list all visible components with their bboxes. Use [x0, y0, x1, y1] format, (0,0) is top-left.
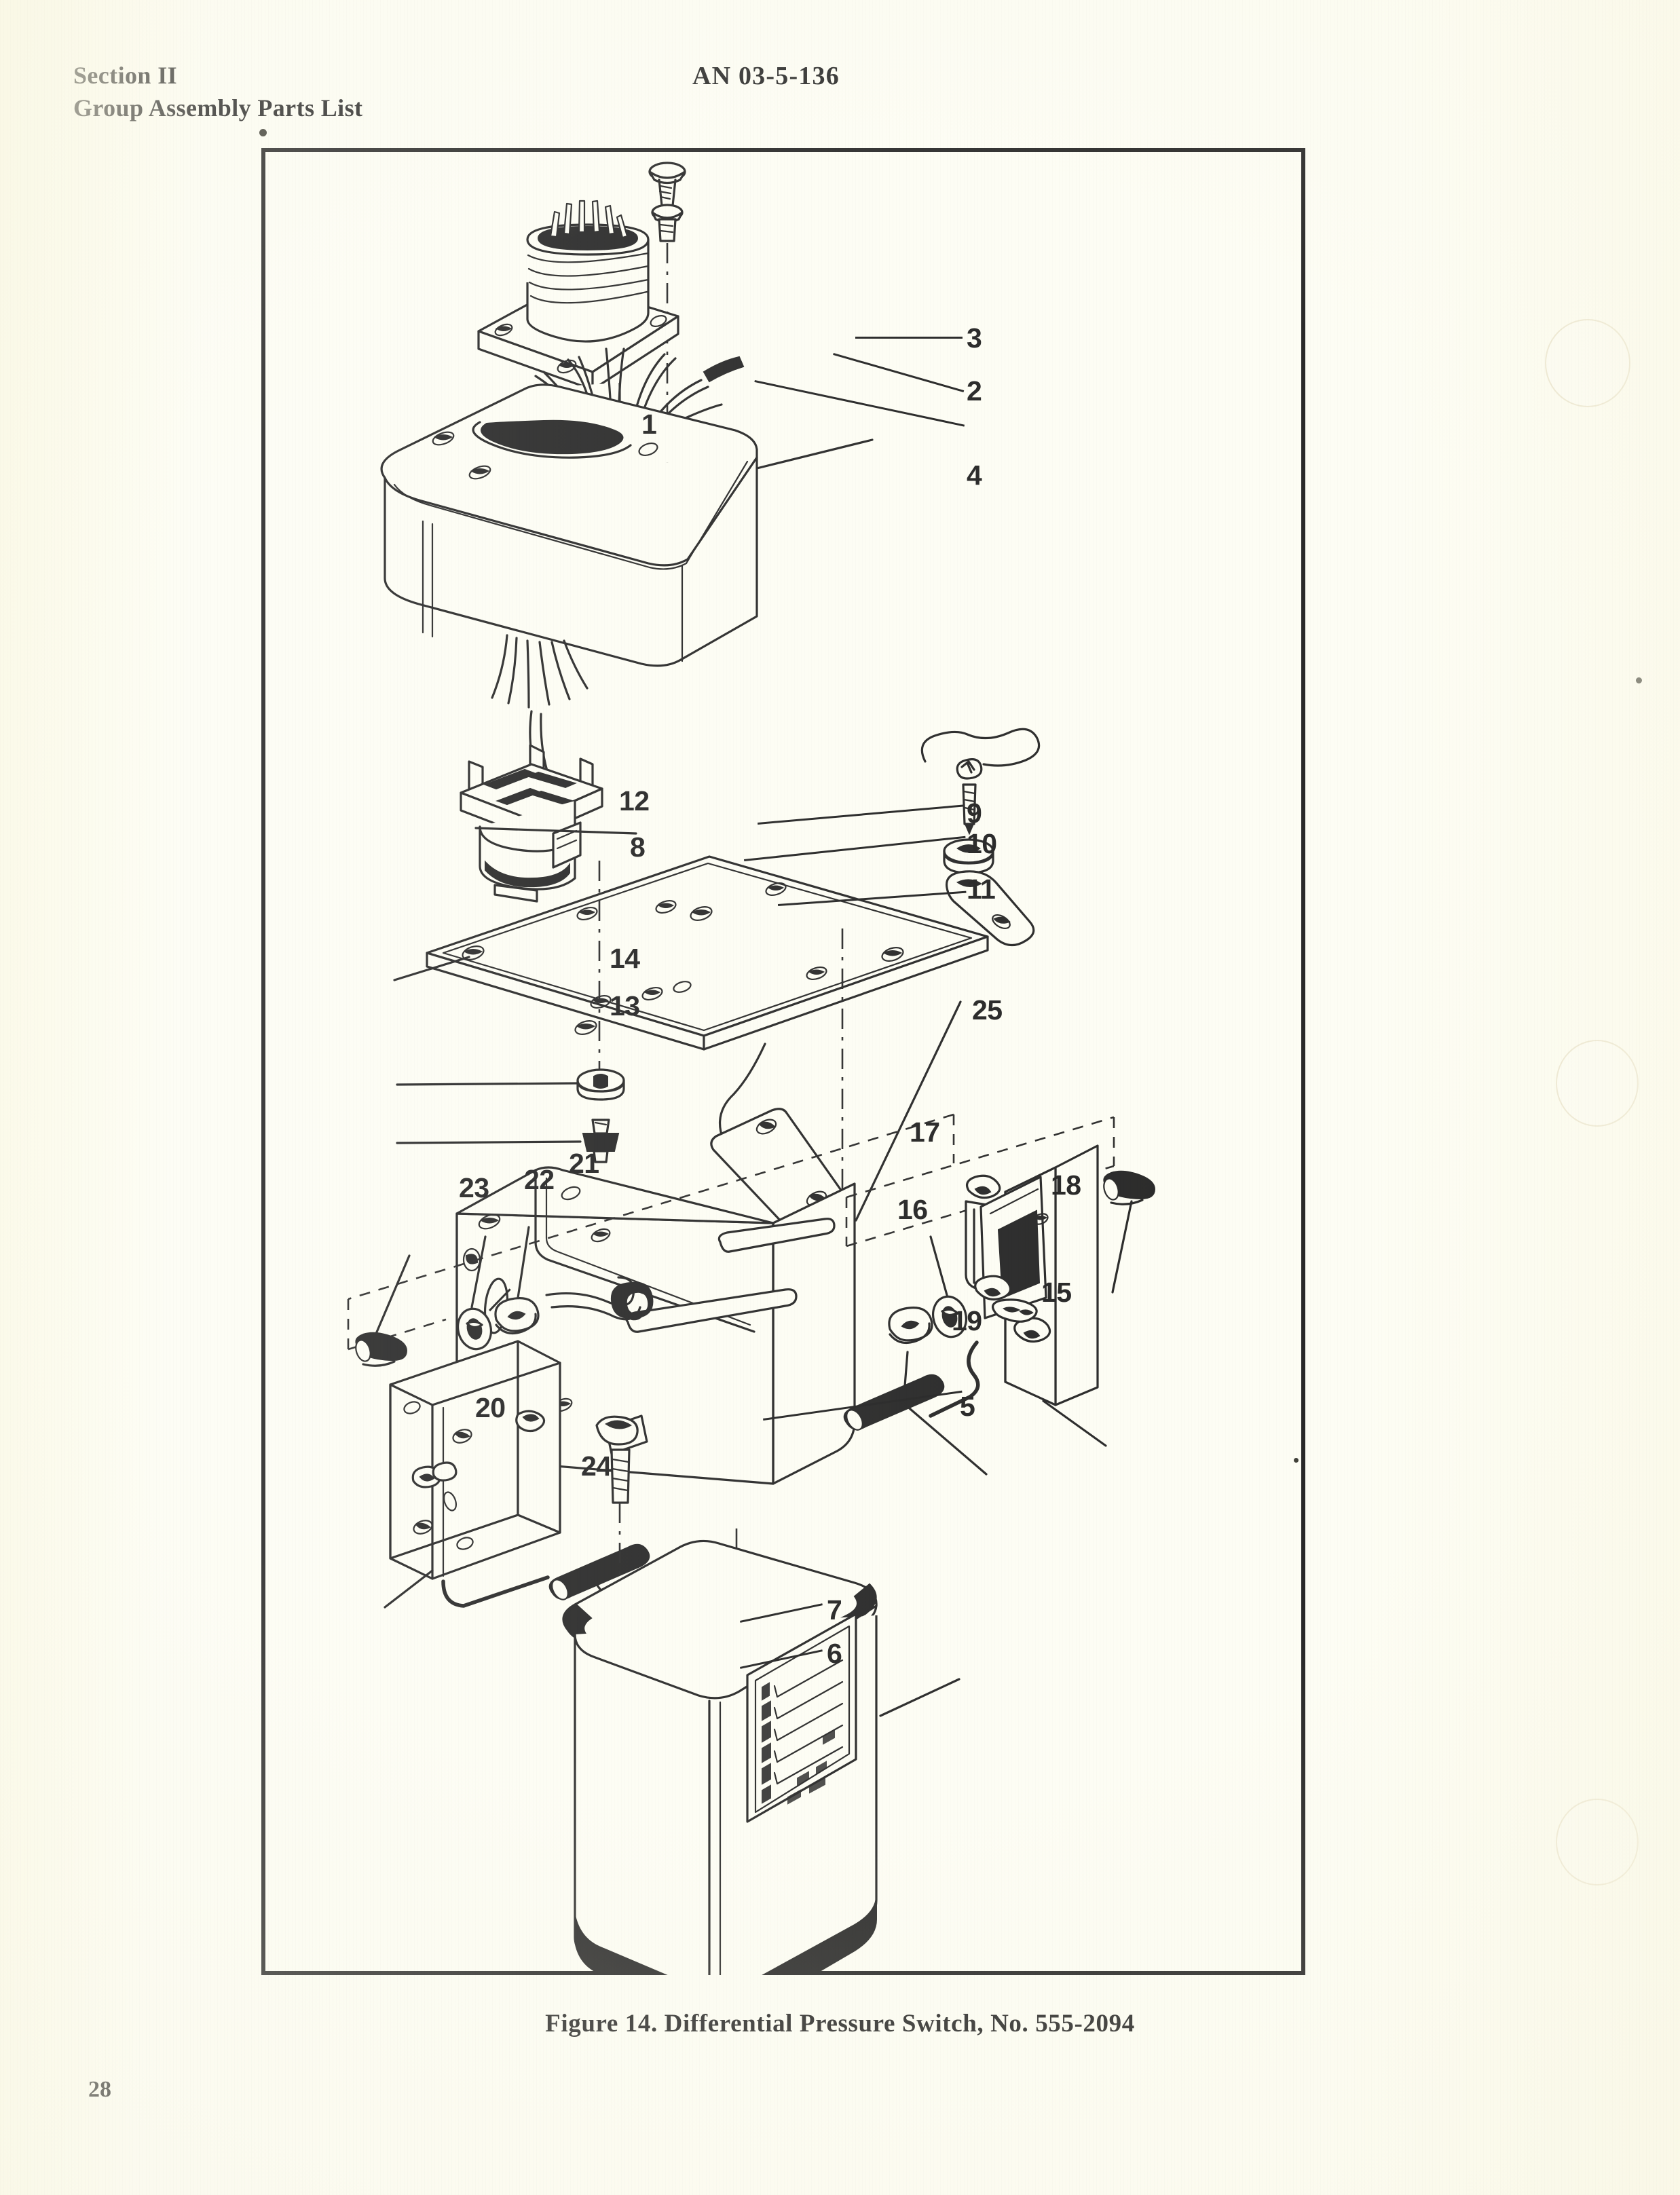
- figure-caption: Figure 14. Differential Pressure Switch,…: [545, 2010, 1135, 2038]
- scan-speck-1: [1636, 677, 1642, 683]
- header-manual-number: AN 03-5-136: [692, 62, 840, 90]
- callout-15: 15: [1041, 1277, 1072, 1308]
- callout-17: 17: [910, 1117, 940, 1148]
- callout-4: 4: [967, 459, 982, 491]
- callout-14: 14: [610, 943, 640, 974]
- callout-7: 7: [827, 1594, 842, 1626]
- callout-8: 8: [630, 831, 646, 863]
- scan-blemish-middle: [1556, 1040, 1639, 1127]
- callout-16: 16: [897, 1194, 928, 1225]
- page-number: 28: [88, 2077, 111, 2102]
- callout-25: 25: [972, 994, 1003, 1026]
- callout-18: 18: [1051, 1169, 1081, 1201]
- scan-speck-3: [259, 129, 267, 136]
- callout-22: 22: [524, 1164, 555, 1195]
- leader-3: [855, 337, 963, 339]
- part-14-washer: [576, 1068, 625, 1101]
- exploded-assembly-illustration: [347, 162, 1156, 1975]
- part-4-cover: [380, 383, 758, 709]
- scan-blemish-top: [1545, 319, 1630, 407]
- part-2-screw: [651, 204, 684, 242]
- callout-9: 9: [967, 798, 982, 829]
- part-12-switch-mechanism: [460, 744, 603, 903]
- part-1-connector: [477, 200, 679, 415]
- part-23-pin: [355, 1332, 408, 1367]
- callout-13: 13: [610, 990, 640, 1021]
- callout-5: 5: [960, 1391, 975, 1422]
- callout-20: 20: [475, 1392, 506, 1423]
- callout-12: 12: [619, 785, 650, 817]
- callout-6: 6: [827, 1638, 842, 1669]
- callout-3: 3: [967, 322, 982, 354]
- scan-blemish-bottom: [1556, 1799, 1639, 1886]
- callout-19: 19: [952, 1305, 982, 1336]
- header-subsection-label: Group Assembly Parts List: [73, 94, 363, 121]
- callout-24: 24: [581, 1450, 612, 1482]
- header-section-label: Section II: [73, 62, 178, 89]
- part-20-microswitch: [389, 1340, 561, 1608]
- callout-23: 23: [459, 1172, 489, 1203]
- callout-11: 11: [967, 874, 996, 905]
- part-16-nut: [888, 1307, 933, 1344]
- callout-2: 2: [967, 375, 982, 407]
- callout-10: 10: [967, 828, 997, 859]
- callout-1: 1: [641, 409, 657, 440]
- callout-21: 21: [569, 1148, 599, 1179]
- page-header-section: Section II Group Assembly Parts List: [73, 60, 362, 124]
- part-18-pin: [1103, 1170, 1156, 1205]
